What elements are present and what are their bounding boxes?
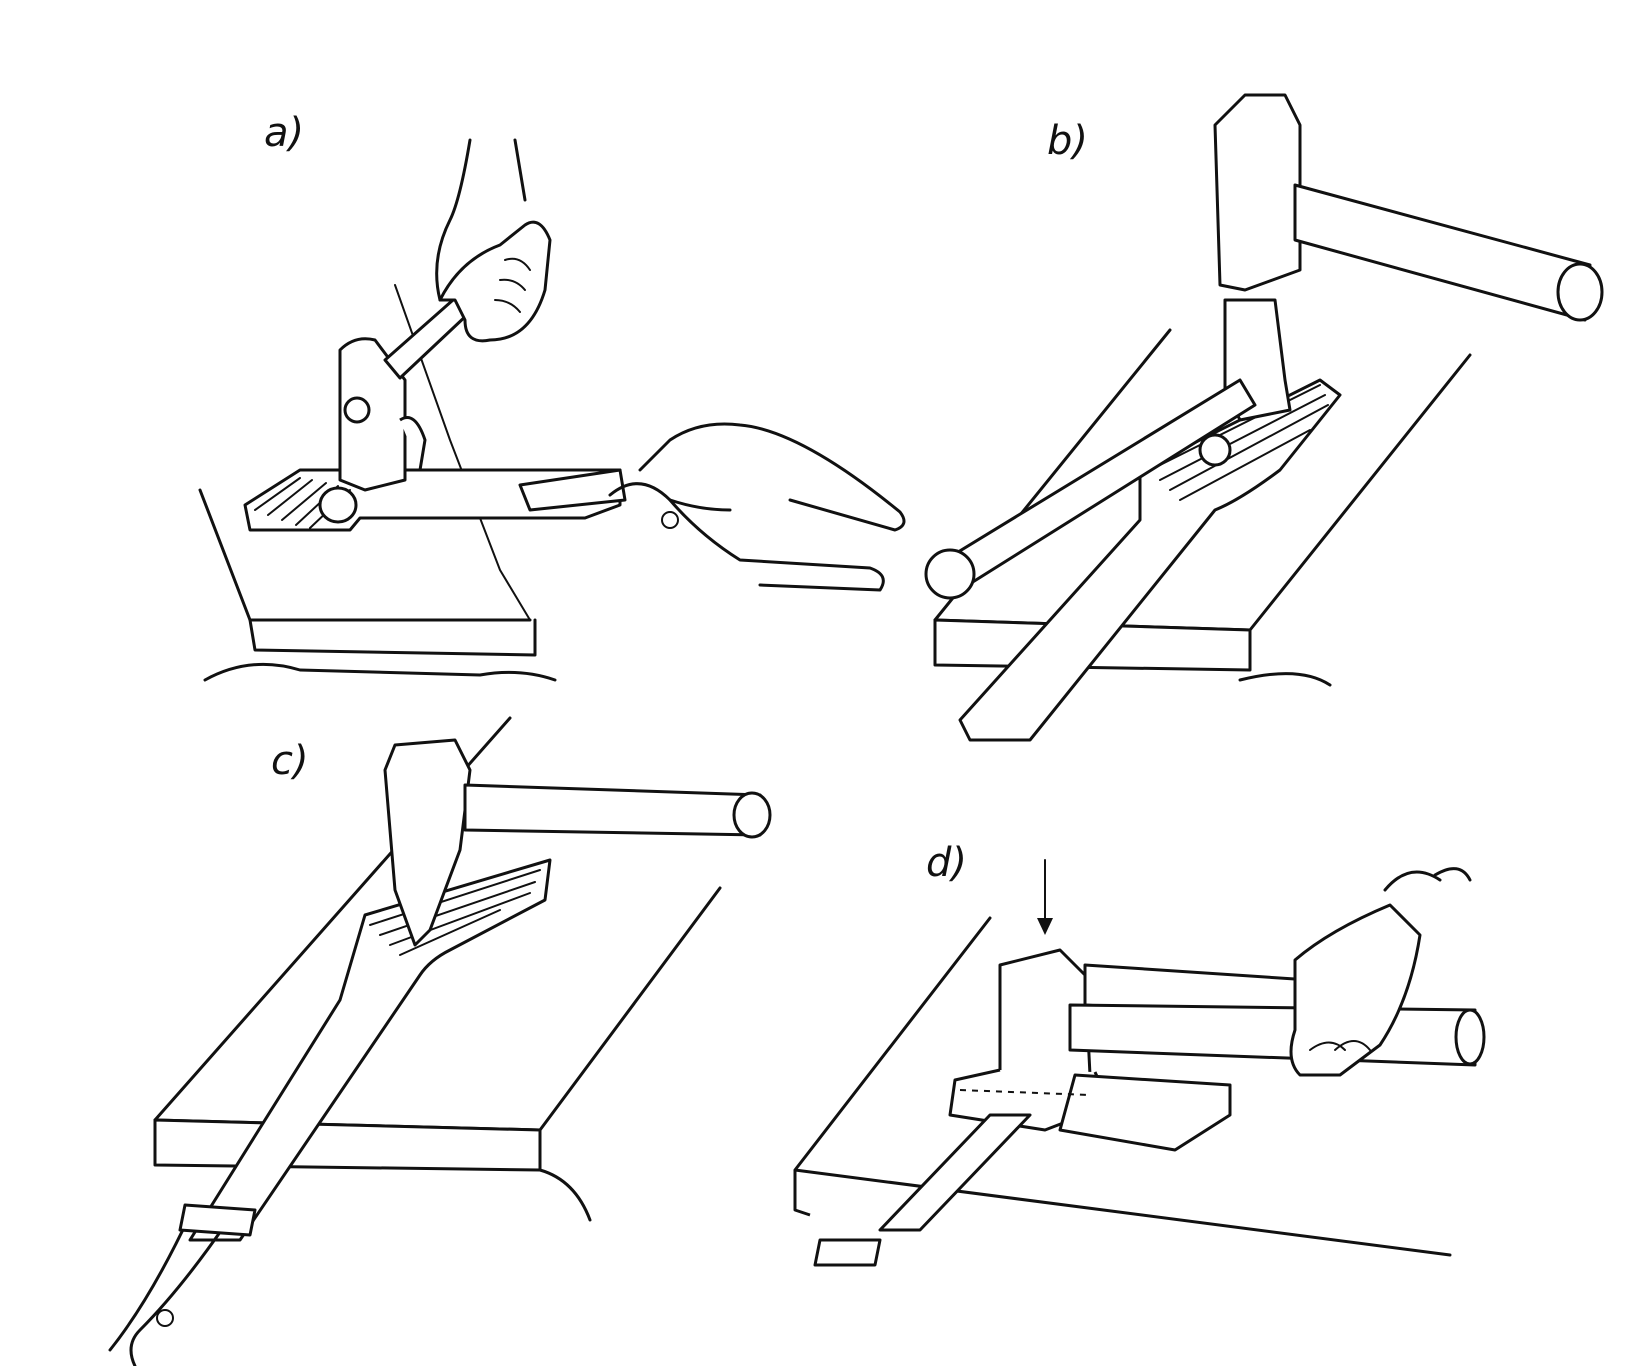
- hammer-handle-and-hand: [1068, 867, 1486, 1077]
- panel-c-label: c): [271, 738, 309, 784]
- panel-b-label: b): [1047, 118, 1088, 164]
- fuller-tool: [958, 298, 1342, 742]
- tongs: [518, 422, 906, 592]
- tongs: [108, 1203, 257, 1368]
- panel-d-label: d): [926, 840, 967, 886]
- panel-c-drawing: [108, 716, 772, 1368]
- panel-d-drawing: [793, 859, 1486, 1267]
- hammer: [383, 738, 772, 947]
- panel-a-drawing: [198, 138, 906, 682]
- hammer-handle-lower: [924, 378, 1257, 600]
- fuller-tool: [243, 337, 622, 532]
- hammer-and-hand: [383, 138, 552, 380]
- panel-a-label: a): [264, 110, 305, 156]
- anvil-block: [793, 916, 1452, 1257]
- anvil-block: [198, 284, 557, 682]
- arrow-pointer: [1037, 859, 1053, 935]
- hammer: [1213, 93, 1604, 322]
- panel-b-drawing: [924, 93, 1604, 742]
- fuller-tool: [188, 858, 552, 1242]
- flatter-tool: [813, 948, 1232, 1267]
